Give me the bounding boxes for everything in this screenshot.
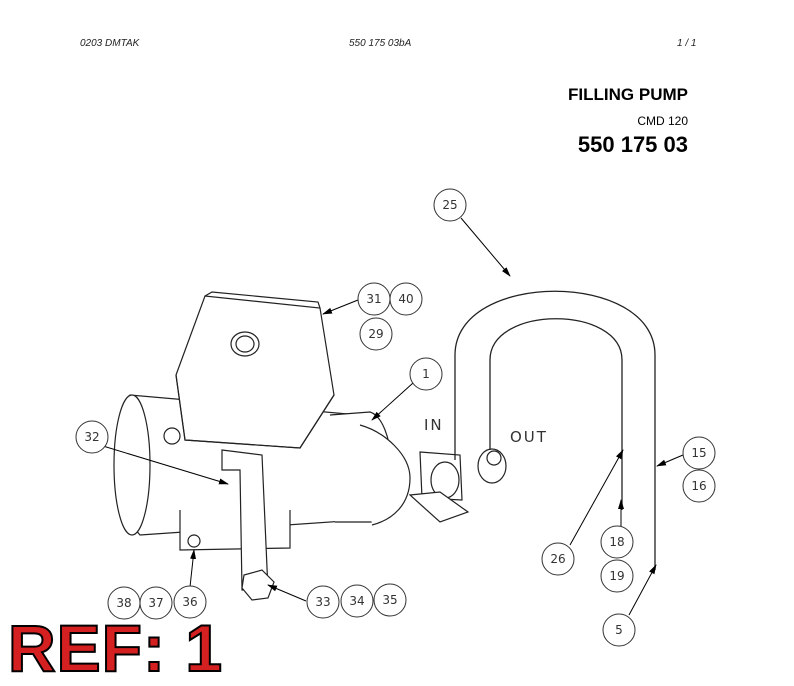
doc-code: 0203 DMTAK [80, 38, 140, 49]
callout-bubbles [75, 188, 716, 647]
pump-body [113, 291, 507, 601]
callout-bubble [600, 525, 634, 559]
callout-label: 33 [315, 595, 330, 609]
part-title: FILLING PUMP [568, 85, 688, 104]
callout-label: 32 [84, 430, 99, 444]
callout-bubble [173, 585, 207, 619]
callout-label: 31 [366, 292, 381, 306]
reference-label: REF: 1 [7, 610, 224, 686]
callout-bubble [433, 188, 467, 222]
callout-label: 36 [182, 595, 197, 609]
callout-label: 34 [349, 594, 364, 608]
callout-label: 1 [422, 367, 430, 381]
callout-bubble [600, 559, 634, 593]
callout-bubble [359, 317, 393, 351]
callout-label: 35 [382, 593, 397, 607]
model-number: CMD 120 [637, 114, 688, 128]
callout-label: 26 [550, 552, 565, 566]
callout-bubble [389, 282, 423, 316]
callout-bubble [602, 613, 636, 647]
callout-bubble [373, 583, 407, 617]
callout-bubble [682, 436, 716, 470]
callout-bubble [409, 357, 443, 391]
callout-label: 29 [368, 327, 383, 341]
callout-label: 19 [609, 569, 624, 583]
callout-bubble [306, 585, 340, 619]
callout-label: 40 [398, 292, 413, 306]
callout-bubble [340, 584, 374, 618]
outlet-label: OUT [510, 428, 548, 446]
callout-label: 18 [609, 535, 624, 549]
callout-bubble [682, 469, 716, 503]
page-indicator: 1 / 1 [677, 38, 697, 49]
callout-label: 37 [148, 596, 163, 610]
callout-bubble [139, 586, 173, 620]
part-number: 550 175 03 [577, 132, 688, 157]
inlet-label: IN [424, 416, 444, 434]
callout-bubble [75, 420, 109, 454]
callout-label: 38 [116, 596, 131, 610]
leader-lines [102, 217, 684, 616]
hose-loop [454, 290, 656, 570]
callout-label: 16 [691, 479, 706, 493]
drawing-number: 550 175 03bA [349, 38, 412, 49]
callout-bubble [541, 542, 575, 576]
callout-label: 15 [691, 446, 706, 460]
callout-label: 5 [615, 623, 623, 637]
callout-label: 25 [442, 198, 457, 212]
